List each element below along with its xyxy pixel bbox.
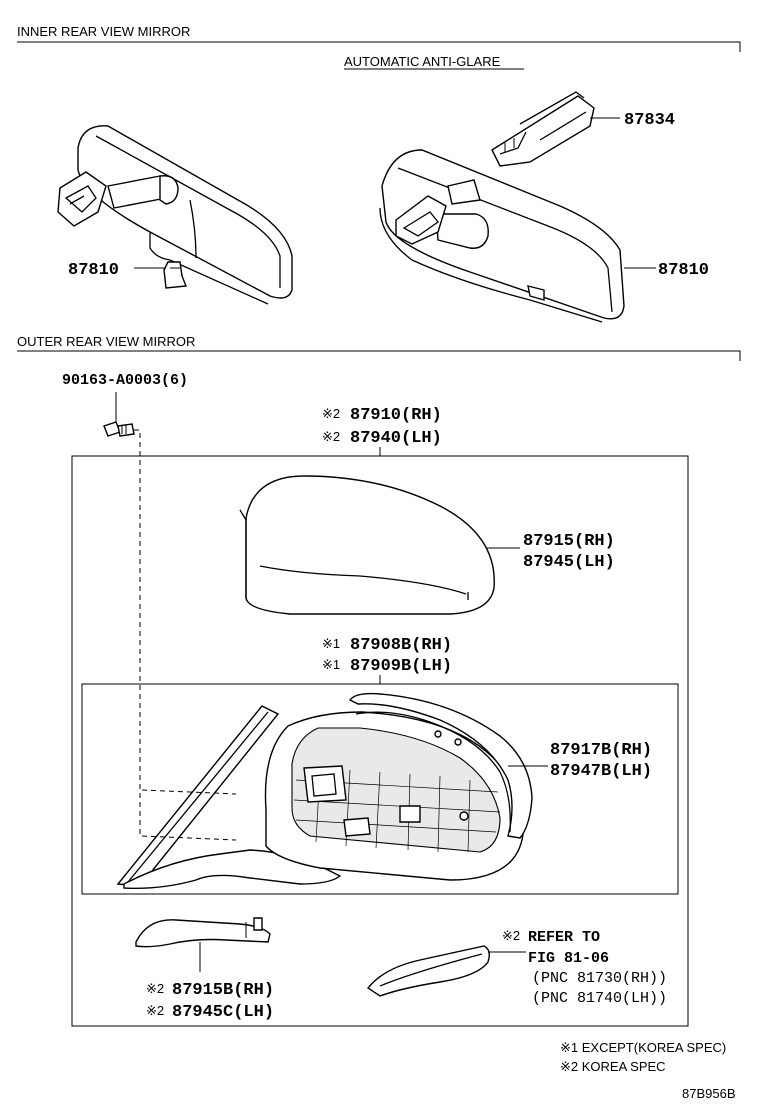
inner-assembly-box — [81, 683, 679, 895]
mark-2-b: ※2 — [322, 429, 340, 444]
part-87915-rh[interactable]: 87915(RH) — [523, 532, 615, 551]
inner-mirror-right-drawing — [379, 91, 625, 323]
part-87945-lh[interactable]: 87945(LH) — [523, 553, 615, 572]
outer-mirror-drawing — [116, 692, 533, 889]
part-87945c-lh[interactable]: 87945C(LH) — [172, 1003, 274, 1022]
legend-note-2: ※2 KOREA SPEC — [560, 1059, 666, 1074]
turn-signal-drawing — [366, 945, 491, 997]
part-87947b-lh[interactable]: 87947B(LH) — [550, 762, 652, 781]
part-87810-right[interactable]: 87810 — [658, 261, 709, 280]
part-87909b-lh[interactable]: 87909B(LH) — [350, 657, 452, 676]
part-screw[interactable]: 90163-A0003(6) — [62, 372, 188, 389]
outer-section-title: OUTER REAR VIEW MIRROR — [17, 334, 195, 349]
inner-section-title: INNER REAR VIEW MIRROR — [17, 24, 190, 39]
part-87915b-rh[interactable]: 87915B(RH) — [172, 981, 274, 1000]
dashed-ref-line-1 — [141, 789, 237, 795]
mark-2-d: ※2 — [146, 1003, 164, 1018]
part-87908b-rh[interactable]: 87908B(RH) — [350, 636, 452, 655]
part-87834[interactable]: 87834 — [624, 111, 675, 130]
mark-2-e: ※2 — [502, 928, 520, 943]
inner-mirror-left-drawing — [57, 125, 293, 305]
part-87810-left[interactable]: 87810 — [68, 261, 119, 280]
figure-code: 87B956B — [682, 1086, 736, 1101]
part-87917b-rh[interactable]: 87917B(RH) — [550, 741, 652, 760]
outer-assembly-box — [71, 455, 689, 1027]
inner-section-subtitle: AUTOMATIC ANTI-GLARE — [344, 54, 501, 69]
mark-2-c: ※2 — [146, 981, 164, 996]
refer-to-label: REFER TO — [528, 929, 600, 946]
screw-dashed-line — [134, 429, 141, 838]
mark-2-a: ※2 — [322, 406, 340, 421]
dashed-ref-line-2 — [141, 835, 237, 841]
mark-1-b: ※1 — [322, 657, 340, 672]
outer-section-bracket — [17, 350, 741, 361]
part-87910-rh[interactable]: 87910(RH) — [350, 406, 442, 425]
inner-section-bracket — [17, 41, 741, 52]
lower-cover-drawing — [135, 917, 271, 948]
refer-pnc-rh: (PNC 81730(RH)) — [532, 970, 667, 987]
mirror-cover-drawing — [239, 475, 495, 615]
mark-1-a: ※1 — [322, 636, 340, 651]
part-87940-lh[interactable]: 87940(LH) — [350, 429, 442, 448]
refer-fig-link[interactable]: FIG 81-06 — [528, 950, 609, 967]
screw-drawing — [103, 421, 135, 437]
refer-pnc-lh: (PNC 81740(LH)) — [532, 990, 667, 1007]
legend-note-1: ※1 EXCEPT(KOREA SPEC) — [560, 1040, 726, 1055]
